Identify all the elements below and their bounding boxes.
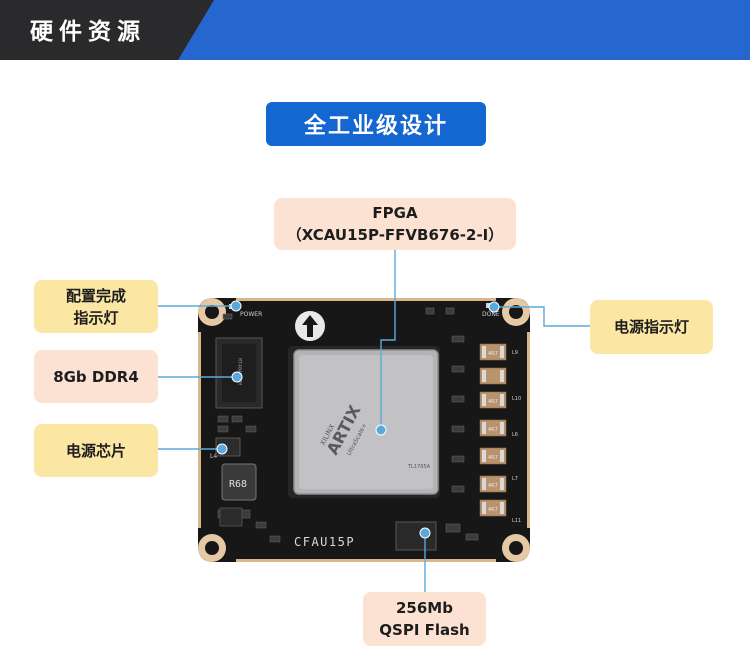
passive-components-right <box>425 307 479 541</box>
callout-flash-line1: 256Mb <box>396 599 453 617</box>
svg-text:4R7: 4R7 <box>488 427 498 433</box>
inductor-r68: R68 <box>221 463 257 501</box>
svg-text:4R7: 4R7 <box>488 483 498 489</box>
svg-text:4R7: 4R7 <box>488 455 498 461</box>
svg-text:L11: L11 <box>512 518 521 524</box>
callout-flash-line2: QSPI Flash <box>379 621 470 639</box>
fpga-code: TL1765A <box>407 464 431 470</box>
industrial-grade-badge: 全工业级设计 <box>266 102 486 146</box>
svg-text:L9: L9 <box>512 350 518 356</box>
callout-power-chip: 电源芯片 <box>34 424 158 477</box>
done-silkscreen: DONE <box>482 311 500 318</box>
callout-fpga: FPGA （XCAU15P-FFVB676-2-I） <box>274 198 516 250</box>
callout-ddr: 8Gb DDR4 <box>34 350 158 403</box>
callout-fpga-line1: FPGA <box>372 204 418 222</box>
power-chip <box>215 437 241 457</box>
svg-text:R68: R68 <box>229 479 247 490</box>
svg-text:L7: L7 <box>512 476 518 482</box>
inductor-column: 4R7 4R7 4R7 4R7 4R7 4R7 L9 L10 L6 L7 L11 <box>479 343 521 524</box>
model-silkscreen: CFAU15P <box>294 535 355 549</box>
svg-text:4R7: 4R7 <box>488 399 498 405</box>
orientation-arrow-icon <box>295 311 325 341</box>
callout-config-led-line2: 指示灯 <box>73 308 119 327</box>
power-silkscreen: POWER <box>240 311 262 318</box>
edge-pads <box>198 298 530 562</box>
svg-text:4R7: 4R7 <box>488 507 498 513</box>
fpga-chip: XILINX ARTIX UltraScale+ TL1765A <box>288 346 440 498</box>
l4-silkscreen: L4 <box>210 453 217 460</box>
svg-text:L6: L6 <box>512 432 518 438</box>
qspi-flash-chip <box>395 521 437 551</box>
callout-config-led: 配置完成 指示灯 <box>34 280 158 333</box>
svg-text:4R7: 4R7 <box>488 351 498 357</box>
callout-ddr-label: 8Gb DDR4 <box>53 367 139 386</box>
callout-fpga-line2: （XCAU15P-FFVB676-2-I） <box>286 226 504 244</box>
callout-power-led: 电源指示灯 <box>590 300 713 354</box>
fpga-module-board: POWER DONE MT40A512M L4 R68 XILINX AR <box>198 298 530 562</box>
callout-power-chip-label: 电源芯片 <box>65 441 126 460</box>
svg-text:L10: L10 <box>512 396 521 402</box>
callout-power-led-label: 电源指示灯 <box>613 318 689 336</box>
header-title-tab <box>0 0 214 60</box>
svg-text:MT40A512M: MT40A512M <box>236 358 242 385</box>
ddr4-chip: MT40A512M <box>215 337 263 409</box>
callout-config-led-line1: 配置完成 <box>65 286 126 305</box>
small-ic <box>219 507 243 527</box>
header-title: 硬件资源 <box>30 19 146 45</box>
callout-flash: 256Mb QSPI Flash <box>363 592 486 646</box>
